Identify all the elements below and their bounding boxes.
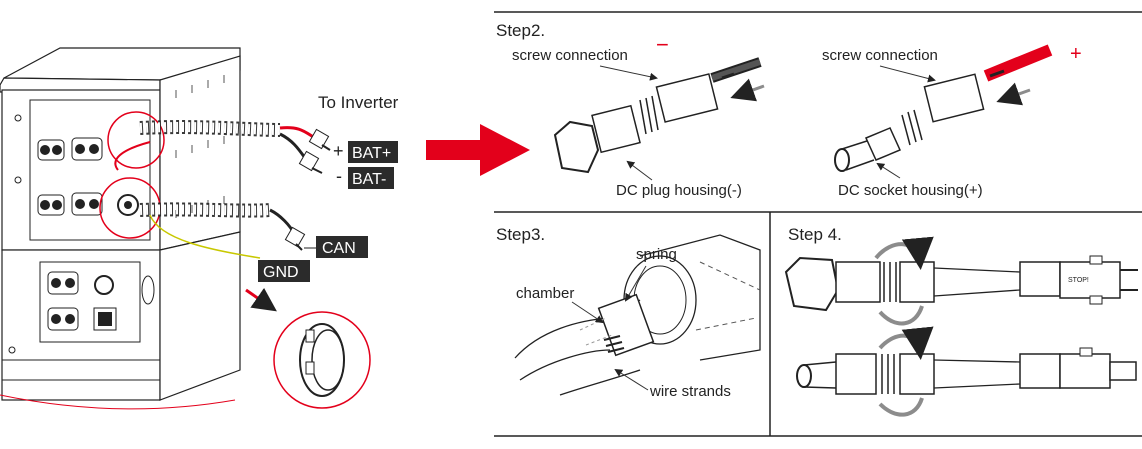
screw-connection-right-label: screw connection (822, 47, 938, 64)
step2-title: Step2. (496, 21, 545, 40)
battery-module (0, 47, 241, 410)
plus-sign: + (333, 141, 344, 161)
rotate-arc-top (878, 305, 924, 326)
insert-arrow-left (730, 78, 765, 102)
insert-arrow-right (996, 82, 1031, 106)
to-inverter-label: To Inverter (318, 93, 399, 112)
dc-socket-plus (834, 44, 1053, 172)
can-label: CAN (322, 240, 356, 257)
stop-marking: STOP! (1068, 277, 1089, 284)
big-red-arrow (426, 124, 530, 176)
corrugated-cable-lower (139, 202, 271, 218)
minus-red: − (656, 32, 669, 57)
wire-strands-label: wire strands (649, 383, 731, 400)
screw-connection-left-label: screw connection (512, 47, 628, 64)
bat-minus-tag-bg (348, 167, 394, 189)
step3-title: Step3. (496, 225, 545, 244)
corrugated-cable-upper (139, 120, 281, 137)
spring-label: spring (636, 246, 677, 263)
can-tag-bg (316, 236, 368, 258)
connector-assembly-top: STOP! (784, 255, 1138, 312)
highlight-circle-top (107, 111, 165, 169)
rotate-arrow-bottom (878, 326, 934, 360)
bat-connectors (298, 128, 331, 174)
bat-plus-tag-bg (348, 141, 398, 163)
gnd-tag-bg (258, 260, 310, 282)
plus-red: + (1070, 43, 1082, 65)
bat-plus-label: BAT+ (352, 145, 391, 162)
chamber-label: chamber (516, 285, 574, 302)
dc-plug-minus (553, 57, 762, 174)
step4-title: Step 4. (788, 225, 842, 244)
dc-plug-housing-label: DC plug housing(-) (616, 182, 742, 199)
gnd-label: GND (263, 264, 299, 281)
black-wire (279, 132, 307, 159)
dc-socket-housing-label: DC socket housing(+) (838, 182, 983, 199)
minus-sign: - (336, 166, 342, 186)
rotate-arrow-top (874, 236, 934, 270)
rotate-arc-bottom (878, 397, 924, 417)
red-arrow-small (245, 287, 277, 312)
panel-frames (494, 11, 1142, 437)
connector-assembly-bottom (796, 347, 1137, 395)
bat-minus-label: BAT- (352, 171, 386, 188)
magnified-ring (273, 311, 371, 409)
crimp-illustration (514, 234, 761, 396)
